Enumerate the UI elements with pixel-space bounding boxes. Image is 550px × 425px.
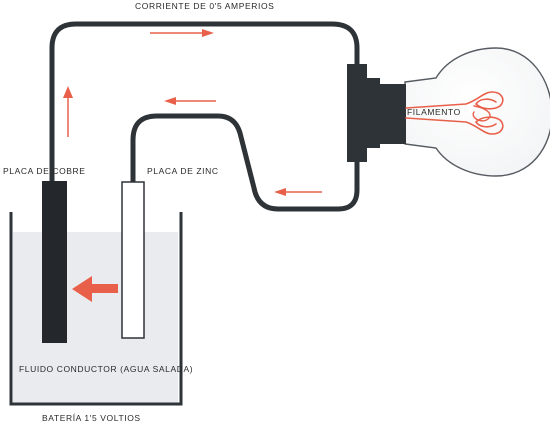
ion-flow-arrow <box>72 276 118 302</box>
bulb-socket <box>347 64 406 162</box>
copper-plate-label: PLACA DE COBRE <box>3 166 86 176</box>
zinc-plate-label: PLACA DE ZINC <box>147 166 219 176</box>
beaker-outline <box>9 212 183 406</box>
zinc-plate <box>121 181 145 339</box>
current-arrow-up <box>63 86 73 137</box>
filament-label: FILAMENTO <box>407 107 461 117</box>
fluid-label: FLUIDO CONDUCTOR (AGUA SALADA) <box>19 364 193 374</box>
filament <box>405 91 504 135</box>
wire-bulb-to-zinc <box>130 113 360 212</box>
current-arrow-right-top <box>150 29 214 37</box>
current-arrow-left-middle <box>164 97 216 105</box>
conductive-fluid <box>13 232 178 403</box>
wire-copper-to-bulb <box>49 21 360 182</box>
battery-label: BATERÍA 1'5 VOLTIOS <box>42 413 141 423</box>
copper-plate <box>42 181 67 343</box>
current-arrow-left-bottom <box>274 188 322 196</box>
bulb-glass <box>404 47 550 177</box>
current-label: CORRIENTE DE 0'5 AMPERIOS <box>135 1 274 11</box>
